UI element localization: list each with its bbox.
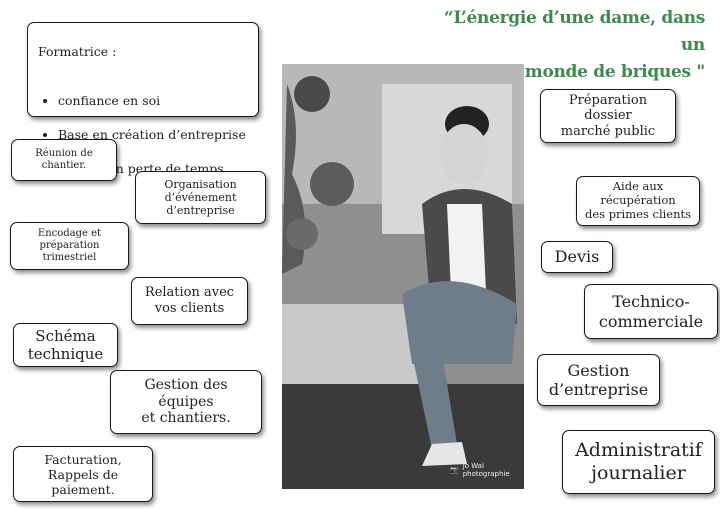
aide-primes-box: Aide aux récupération des primes clients bbox=[576, 176, 700, 226]
headline-quote: “L’énergie d’une dame, dans un monde de … bbox=[430, 5, 705, 86]
headline-line-2: monde de briques " bbox=[524, 62, 706, 82]
encodage-box: Encodage et préparation trimestriel bbox=[10, 222, 129, 270]
facturation-box: Facturation, Rappels de paiement. bbox=[13, 446, 153, 502]
relation-clients-box: Relation avec vos clients bbox=[131, 277, 248, 325]
portrait-photo: 📷 Jo Wal photographie bbox=[282, 64, 524, 489]
gestion-entreprise-box: Gestion d’entreprise bbox=[537, 354, 660, 406]
schema-technique-box: Schéma technique bbox=[13, 323, 118, 367]
photo-credit: 📷 Jo Wal photographie bbox=[450, 462, 524, 478]
gestion-equipes-box: Gestion des équipes et chantiers. bbox=[110, 370, 262, 434]
headline-line-1: “L’énergie d’une dame, dans un bbox=[443, 8, 705, 55]
devis-box: Devis bbox=[541, 241, 613, 273]
organisation-evenement-box: Organisation d’événement d’entreprise bbox=[135, 171, 266, 224]
technico-commerciale-box: Technico- commerciale bbox=[584, 284, 718, 339]
formatrice-item: Base en création d’entreprise bbox=[58, 127, 248, 142]
formatrice-heading: Formatrice : bbox=[38, 44, 117, 59]
formatrice-box: Formatrice : confiance en soi Base en cr… bbox=[27, 22, 259, 176]
reunion-chantier-box: Réunion de chantier. bbox=[11, 139, 117, 181]
preparation-dossier-box: Préparation dossier marché public bbox=[540, 89, 676, 143]
camera-icon: 📷 bbox=[450, 466, 459, 474]
photo-credit-text: Jo Wal photographie bbox=[462, 462, 510, 478]
formatrice-item: confiance en soi bbox=[58, 93, 248, 108]
administratif-journalier-box: Administratif journalier bbox=[562, 430, 715, 494]
portrait-illustration bbox=[282, 64, 524, 489]
